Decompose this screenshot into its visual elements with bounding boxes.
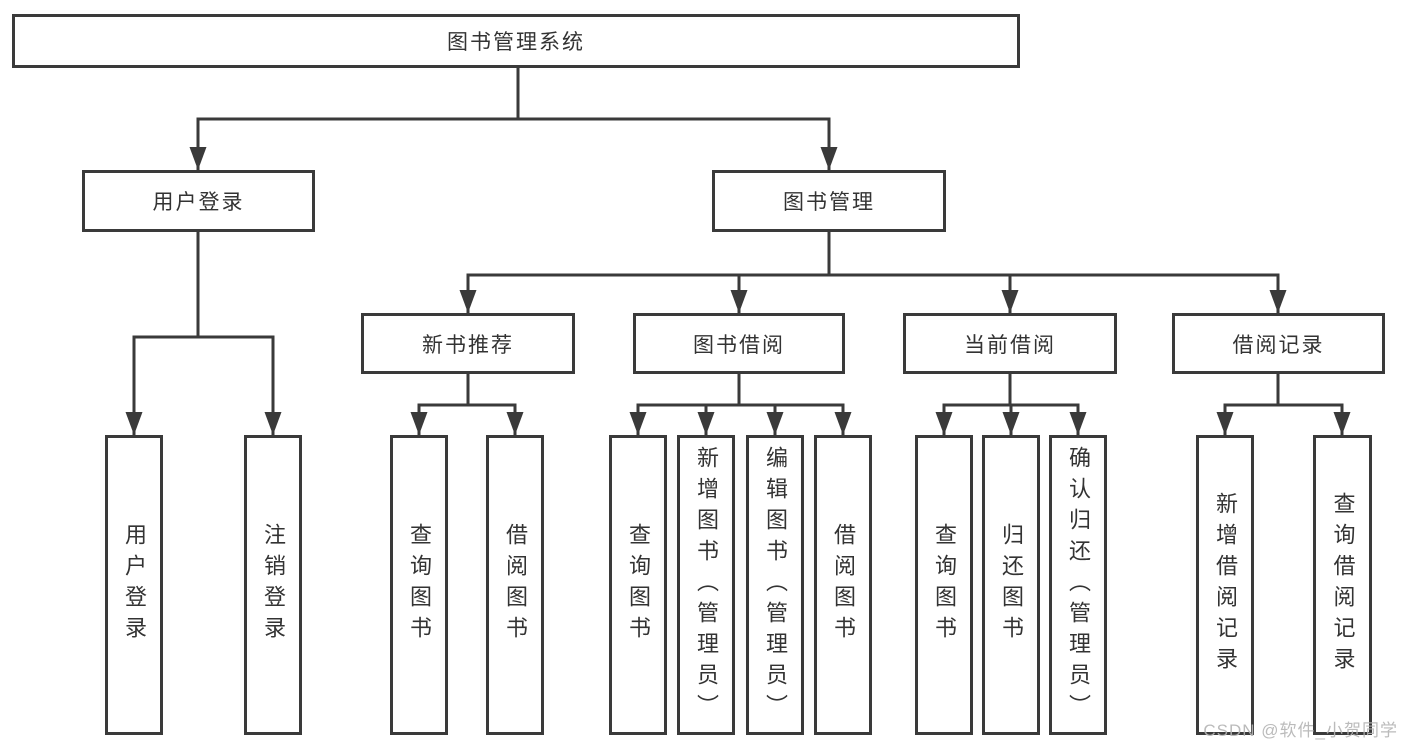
leaf-borrowing-query-books: 查询图书 [609, 435, 667, 735]
node-current-borrowing: 当前借阅 [903, 313, 1117, 374]
node-borrowing-records: 借阅记录 [1172, 313, 1385, 374]
leaf-return-books-label: 归还图书 [999, 523, 1024, 647]
leaf-confirm-return-admin: 确认归还（管理员） [1049, 435, 1107, 735]
leaf-current-query-books: 查询图书 [915, 435, 973, 735]
leaf-borrowing-borrow-books-label: 借阅图书 [831, 523, 856, 647]
leaf-add-borrow-record: 新增借阅记录 [1196, 435, 1254, 735]
leaf-return-books: 归还图书 [982, 435, 1040, 735]
leaf-recommend-query-books-label: 查询图书 [407, 523, 432, 647]
node-new-book-recommend-label: 新书推荐 [422, 333, 514, 357]
node-book-management: 图书管理 [712, 170, 946, 232]
leaf-query-borrow-record-label: 查询借阅记录 [1330, 492, 1356, 678]
leaf-user-login-label: 用户登录 [122, 523, 147, 647]
leaf-user-login: 用户登录 [105, 435, 163, 735]
node-book-management-label: 图书管理 [783, 191, 875, 214]
leaf-current-query-books-label: 查询图书 [932, 523, 957, 647]
node-new-book-recommend: 新书推荐 [361, 313, 575, 374]
leaf-add-borrow-record-label: 新增借阅记录 [1213, 492, 1238, 678]
leaf-borrowing-query-books-label: 查询图书 [626, 523, 651, 647]
leaf-borrowing-borrow-books: 借阅图书 [814, 435, 872, 735]
leaf-recommend-query-books: 查询图书 [390, 435, 448, 735]
leaf-logout: 注销登录 [244, 435, 302, 735]
leaf-add-books-admin: 新增图书（管理员） [677, 435, 735, 735]
leaf-edit-books-admin-label: 编辑图书（管理员） [763, 445, 788, 725]
leaf-confirm-return-admin-label: 确认归还（管理员） [1066, 445, 1091, 725]
csdn-watermark: CSDN @软件_小贺同学 [1203, 721, 1398, 740]
leaf-query-borrow-record: 查询借阅记录 [1313, 435, 1372, 735]
leaf-add-books-admin-label: 新增图书（管理员） [694, 445, 719, 725]
connector-lines [125, 68, 1351, 435]
node-book-borrowing-label: 图书借阅 [693, 333, 785, 357]
leaf-logout-label: 注销登录 [261, 523, 286, 647]
node-library-system: 图书管理系统 [12, 14, 1020, 68]
leaf-recommend-borrow-books-label: 借阅图书 [503, 523, 528, 647]
node-library-system-label: 图书管理系统 [447, 31, 585, 54]
node-current-borrowing-label: 当前借阅 [964, 333, 1056, 357]
leaf-edit-books-admin: 编辑图书（管理员） [746, 435, 804, 735]
node-book-borrowing: 图书借阅 [633, 313, 845, 374]
node-user-login-module-label: 用户登录 [152, 191, 245, 214]
node-borrowing-records-label: 借阅记录 [1232, 333, 1325, 357]
leaf-recommend-borrow-books: 借阅图书 [486, 435, 544, 735]
node-user-login-module: 用户登录 [82, 170, 315, 232]
